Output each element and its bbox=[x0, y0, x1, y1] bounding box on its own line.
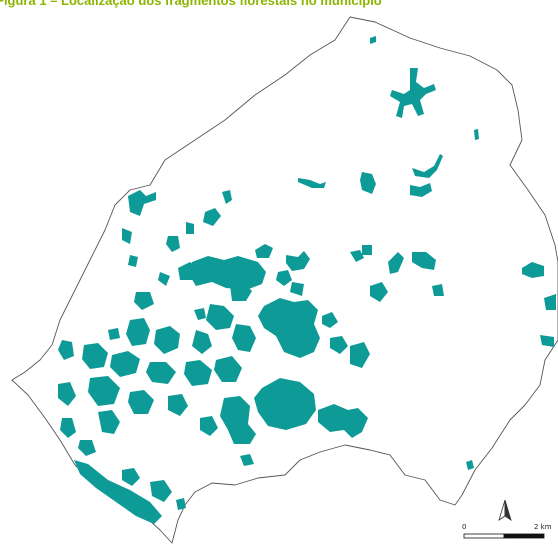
forest-fragment bbox=[388, 252, 404, 274]
forest-fragment bbox=[128, 190, 156, 216]
forest-fragment bbox=[290, 282, 304, 296]
scale-label-start: 0 bbox=[462, 523, 467, 531]
forest-fragment bbox=[186, 222, 194, 234]
forest-fragment bbox=[540, 335, 554, 347]
forest-fragment bbox=[390, 68, 436, 118]
forest-fragment bbox=[150, 480, 172, 502]
forest-fragment bbox=[544, 294, 556, 310]
forest-fragment bbox=[350, 250, 364, 262]
forest-fragment bbox=[184, 360, 212, 386]
forest-fragment bbox=[240, 454, 254, 466]
scale-bar bbox=[463, 533, 545, 539]
forest-fragment bbox=[134, 292, 154, 310]
forest-fragment bbox=[466, 460, 474, 470]
forest-fragment bbox=[203, 208, 221, 226]
forest-fragment bbox=[206, 304, 234, 330]
forest-fragment bbox=[122, 468, 140, 486]
forest-fragment bbox=[254, 378, 316, 430]
forest-fragment bbox=[78, 440, 96, 456]
forest-fragment bbox=[98, 410, 120, 434]
forest-fragment bbox=[58, 382, 76, 406]
forest-fragment bbox=[370, 36, 376, 44]
forest-fragment bbox=[58, 340, 74, 360]
forest-fragment bbox=[522, 262, 544, 278]
forest-fragment bbox=[194, 308, 206, 320]
forest-fragments bbox=[58, 36, 556, 524]
forest-fragment bbox=[214, 356, 242, 382]
forest-fragment bbox=[412, 252, 436, 270]
forest-fragment bbox=[322, 312, 338, 328]
forest-fragment bbox=[82, 343, 108, 369]
forest-fragment bbox=[232, 324, 256, 352]
forest-fragment bbox=[350, 342, 370, 368]
forest-fragment bbox=[126, 318, 150, 346]
forest-fragment bbox=[122, 228, 132, 244]
forest-fragment bbox=[176, 498, 186, 510]
forest-fragment bbox=[410, 183, 432, 197]
forest-fragment bbox=[360, 172, 376, 194]
forest-fragment bbox=[255, 244, 273, 258]
forest-fragment bbox=[286, 251, 310, 271]
forest-fragment bbox=[432, 284, 444, 296]
forest-fragment bbox=[128, 255, 138, 267]
figure-caption: Figura 1 – Localização dos fragmentos fl… bbox=[0, 0, 382, 8]
forest-fragment bbox=[330, 336, 348, 354]
forest-fragment bbox=[60, 418, 76, 438]
forest-fragment bbox=[146, 362, 176, 384]
forest-fragment bbox=[230, 283, 252, 301]
forest-fragment bbox=[220, 396, 256, 444]
forest-fragment bbox=[412, 154, 443, 178]
forest-fragment bbox=[74, 460, 162, 524]
forest-fragment bbox=[154, 326, 180, 354]
forest-fragment bbox=[88, 376, 120, 406]
forest-fragment bbox=[192, 330, 212, 354]
forest-fragment bbox=[318, 404, 368, 438]
forest-fragment bbox=[474, 129, 479, 140]
forest-fragment bbox=[168, 394, 188, 416]
forest-fragment bbox=[258, 298, 320, 358]
forest-fragment bbox=[190, 256, 266, 290]
forest-fragment bbox=[200, 416, 218, 436]
forest-fragment bbox=[362, 245, 372, 255]
scale-label-end: 2 km bbox=[534, 523, 552, 531]
forest-fragment bbox=[110, 351, 140, 377]
forest-fragment bbox=[108, 328, 120, 340]
forest-fragment bbox=[166, 236, 180, 252]
forest-fragment bbox=[298, 178, 326, 188]
forest-fragment bbox=[370, 282, 388, 302]
forest-fragment bbox=[158, 272, 170, 286]
forest-fragment bbox=[128, 390, 154, 414]
north-arrow-icon bbox=[498, 499, 512, 521]
forest-fragment bbox=[222, 190, 232, 204]
forest-fragment bbox=[276, 270, 292, 286]
